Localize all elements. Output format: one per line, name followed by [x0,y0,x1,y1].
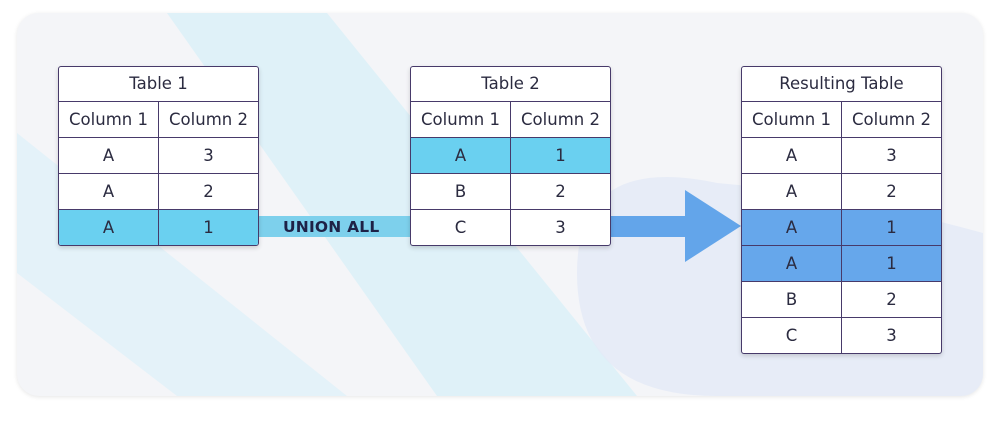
table-cell: 1 [886,254,897,273]
table-cell: C [742,318,842,353]
table-row-highlighted: A 1 [411,138,610,174]
table-cell: 3 [555,218,566,237]
table-cell: 3 [886,326,897,345]
table-row: B 2 [411,174,610,210]
table-row-highlighted: A 1 [59,210,258,245]
table-cell: B [742,282,842,317]
background-stripe [167,13,637,396]
table-cell: A [742,210,842,245]
table-cell: A [742,246,842,281]
table-header-row: Column 1 Column 2 [742,102,941,138]
table-cell: 1 [203,218,214,237]
table-cell: 1 [555,146,566,165]
table-2: Table 2 Column 1 Column 2 A 1 B 2 C 3 [410,66,611,246]
column-header: Column 1 [742,102,842,137]
table-cell: 3 [203,146,214,165]
table-title: Table 1 [59,67,258,102]
table-cell: A [742,174,842,209]
union-band [257,216,413,237]
column-header: Column 1 [411,102,511,137]
table-1: Table 1 Column 1 Column 2 A 3 A 2 A 1 [58,66,259,246]
table-title: Resulting Table [742,67,941,102]
table-cell: B [411,174,511,209]
column-header: Column 2 [521,110,600,129]
table-cell: A [411,138,511,173]
table-row-highlighted: A 1 [742,210,941,246]
table-cell: 2 [555,182,566,201]
table-cell: 3 [886,146,897,165]
result-arrow-shaft [607,216,697,237]
table-cell: A [742,138,842,173]
union-all-label: UNION ALL [283,218,380,236]
table-row: C 3 [411,210,610,245]
result-arrow-head [685,190,741,262]
table-cell: A [59,138,159,173]
table-cell: C [411,210,511,245]
column-header: Column 2 [169,110,248,129]
resulting-table: Resulting Table Column 1 Column 2 A 3 A … [741,66,942,354]
table-cell: 2 [886,182,897,201]
table-row: B 2 [742,282,941,318]
table-row: A 3 [742,138,941,174]
table-cell: A [59,174,159,209]
table-header-row: Column 1 Column 2 [411,102,610,138]
column-header: Column 2 [852,110,931,129]
table-cell: A [59,210,159,245]
column-header: Column 1 [59,102,159,137]
table-row: C 3 [742,318,941,353]
table-cell: 1 [886,218,897,237]
table-row-highlighted: A 1 [742,246,941,282]
table-row: A 2 [742,174,941,210]
table-title: Table 2 [411,67,610,102]
table-row: A 3 [59,138,258,174]
table-header-row: Column 1 Column 2 [59,102,258,138]
table-cell: 2 [203,182,214,201]
table-row: A 2 [59,174,258,210]
table-cell: 2 [886,290,897,309]
